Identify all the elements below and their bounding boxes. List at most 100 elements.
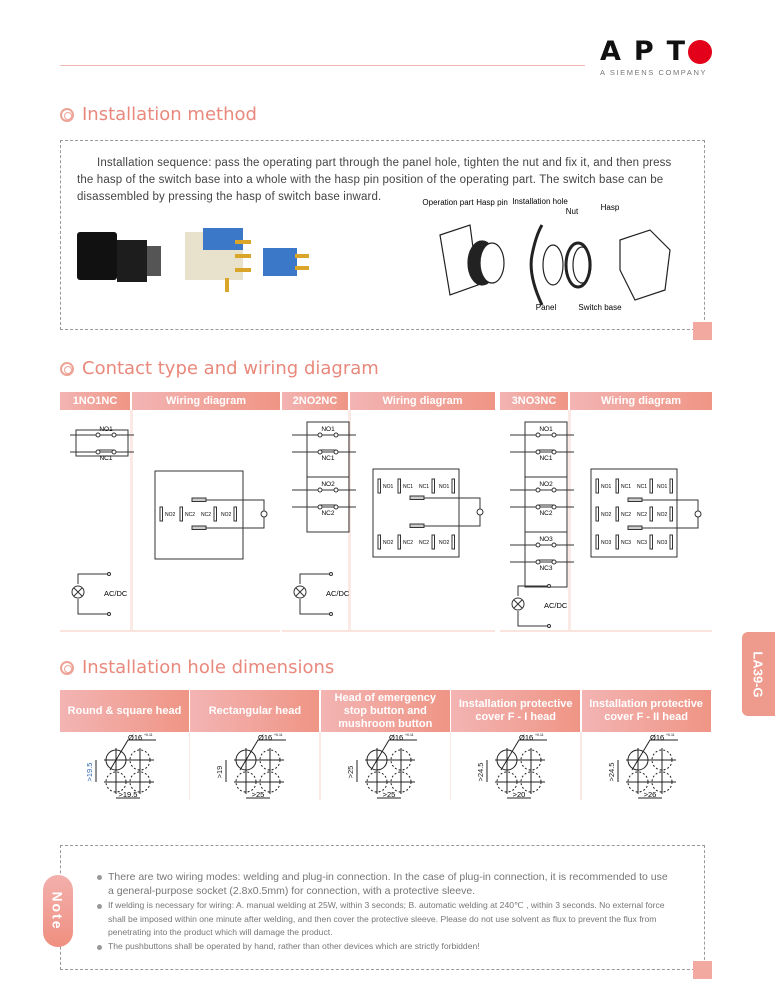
supply-label: AC/DC xyxy=(104,589,128,598)
contact-label: NC1 xyxy=(539,455,552,462)
tolerance-label: +0.11 xyxy=(535,733,544,737)
terminal-label: NC2 xyxy=(419,540,429,546)
terminal-label: NC3 xyxy=(637,540,647,546)
diameter-label: Ø16 xyxy=(389,733,403,742)
terminal-label: NC1 xyxy=(419,484,429,490)
note-list: There are two wiring modes: welding and … xyxy=(96,870,676,953)
hole-dimension-drawing: Ø16+0.11>19>25 xyxy=(215,733,287,799)
label-operation-part: Operation part xyxy=(422,198,474,207)
terminal-label: NO1 xyxy=(601,484,612,490)
terminal-label: NC2 xyxy=(201,512,211,518)
column-divider xyxy=(568,410,571,632)
diameter-label: Ø16 xyxy=(650,733,664,742)
column-divider xyxy=(449,732,452,800)
terminal-label: NO2 xyxy=(657,512,668,518)
wiring-diagram: NO2 NC2 NC2 NO2 xyxy=(154,470,268,560)
horizontal-spacing-label: >26 xyxy=(643,790,656,799)
contact-label: NO1 xyxy=(321,426,335,433)
terminal-label: NC1 xyxy=(403,484,413,490)
installation-box xyxy=(60,140,705,330)
terminal-label: NC1 xyxy=(637,484,647,490)
supply-label: AC/DC xyxy=(326,589,350,598)
contact-label: NC3 xyxy=(539,565,552,572)
product-side-tab: LA39-G xyxy=(742,632,775,716)
terminal-label: NO2 xyxy=(165,512,176,518)
lamp-icon xyxy=(476,508,483,516)
hole-column-header: Head of emergency stop button and mushro… xyxy=(320,690,450,732)
terminal-label: NO1 xyxy=(657,484,668,490)
logo-mark-icon xyxy=(688,40,712,64)
operating-part-photo xyxy=(77,232,161,282)
ring-icon xyxy=(60,361,74,376)
contact-label: NO2 xyxy=(321,481,335,488)
table-bottom-rule xyxy=(500,630,712,632)
terminal-label: NC2 xyxy=(403,540,413,546)
hole-dimension-drawing: Ø16+0.11 >24.5 >26 xyxy=(607,733,678,799)
terminal-label: NO3 xyxy=(657,540,668,546)
lamp-icon xyxy=(694,510,702,518)
terminal-label: NO2 xyxy=(383,540,394,546)
label-panel: Panel xyxy=(536,303,557,312)
ring-icon xyxy=(60,660,74,675)
terminal-label: NC2 xyxy=(621,512,631,518)
note-item: If welding is necessary for wiring: A. m… xyxy=(96,899,676,940)
tolerance-label: +0.11 xyxy=(405,733,414,737)
exploded-assembly-diagram: Operation part Hasp pin Installation hol… xyxy=(422,197,671,312)
terminal-label: NC3 xyxy=(621,540,631,546)
vertical-spacing-label: >24.5 xyxy=(476,763,485,782)
terminal-label: NC1 xyxy=(621,484,631,490)
hole-column-header: Round & square head xyxy=(60,690,189,732)
vertical-spacing-label: >25 xyxy=(346,766,355,779)
supply-label: AC/DC xyxy=(544,601,568,610)
terminal-label: NC2 xyxy=(185,512,195,518)
vertical-spacing-label: >19 xyxy=(215,766,224,779)
tolerance-label: +0.11 xyxy=(144,733,153,737)
corner-marker xyxy=(693,322,712,340)
corner-marker xyxy=(693,961,712,979)
tolerance-label: +0.11 xyxy=(666,733,675,737)
vertical-spacing-label: >24.5 xyxy=(607,763,616,782)
note-item: The pushbuttons shall be operated by han… xyxy=(96,940,676,954)
column-divider xyxy=(130,410,133,632)
contact-type-header: 2NO2NC xyxy=(282,392,348,410)
label-nut: Nut xyxy=(566,207,579,216)
label-installation-hole: Installation hole xyxy=(512,197,568,206)
label-switch-base: Switch base xyxy=(578,303,622,312)
wiring-diagram-header: Wiring diagram xyxy=(132,392,280,410)
lamp-icon xyxy=(260,510,268,518)
wiring-diagram-header: Wiring diagram xyxy=(350,392,495,410)
contact-type-header: 3NO3NC xyxy=(500,392,568,410)
diameter-label: Ø16 xyxy=(128,733,142,742)
lamp-icon xyxy=(511,597,525,611)
switch-base-photo xyxy=(185,228,251,292)
hole-dimension-drawing: Ø16+0.11>24.5>20 xyxy=(476,733,548,799)
contact-label: NC1 xyxy=(321,455,334,462)
section-title-contacts: Contact type and wiring diagram xyxy=(60,358,379,379)
contact-label: NC1 xyxy=(99,455,112,462)
contact-label: NO1 xyxy=(99,426,113,433)
product-photos xyxy=(77,228,309,292)
terminal-label: NO3 xyxy=(601,540,612,546)
hole-column-header: Installation protective cover F - I head xyxy=(451,690,581,732)
contact-label: NC2 xyxy=(321,510,334,517)
terminal-label: NO2 xyxy=(221,512,232,518)
note-badge: Note xyxy=(43,875,73,947)
diameter-label: Ø16 xyxy=(258,733,272,742)
ring-icon xyxy=(60,107,74,122)
tolerance-label: +0.11 xyxy=(274,733,283,737)
vertical-spacing-label: >19.5 xyxy=(85,763,94,782)
terminal-label: NO1 xyxy=(439,484,450,490)
contact-block-photo xyxy=(263,248,309,276)
table-bottom-rule xyxy=(60,630,280,632)
contact-type-header: 1NO1NC xyxy=(60,392,130,410)
contact-label: NO3 xyxy=(539,536,553,543)
contact-label: NO1 xyxy=(539,426,553,433)
section-title-holes: Installation hole dimensions xyxy=(60,657,334,678)
terminal-label: NO2 xyxy=(601,512,612,518)
label-hasp: Hasp xyxy=(601,203,620,212)
